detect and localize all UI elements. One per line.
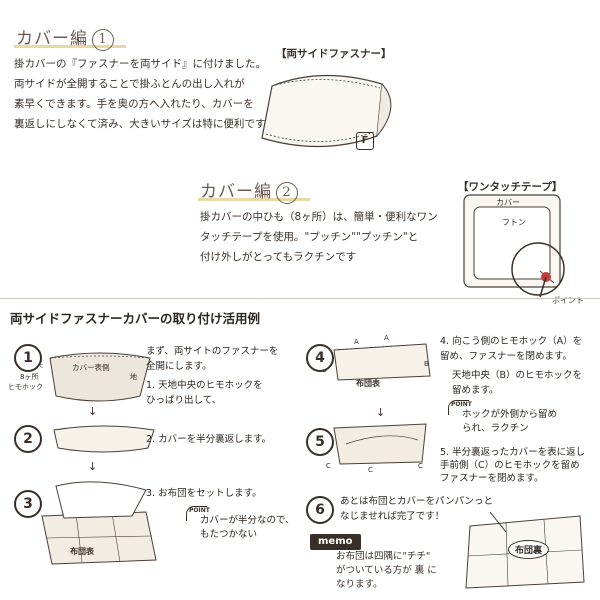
text-line: 天地中央（B）のヒモホックを (452, 368, 582, 383)
text-line: あとは布団とカバーをパンパンっと (340, 494, 493, 509)
text-line: もたつかない (200, 528, 295, 542)
label-cover-front: カバー表側 (72, 362, 110, 373)
text-line: 留め、ファスナーを閉めます。 (440, 349, 582, 364)
step1-illustration (40, 348, 160, 408)
text-line: がついている方が 裏 に (336, 564, 437, 578)
down-arrow-icon: ↓ (88, 405, 97, 418)
point-tag: POINT (189, 507, 210, 514)
step1b-text: 1. 天地中央のヒモホックを ひっぱり出して、 (146, 378, 263, 408)
section1-title-text: カバー編 (16, 29, 88, 49)
point-tag: POINT (451, 401, 472, 408)
step5-illustration (326, 420, 436, 468)
label-chi: 地 (130, 372, 137, 382)
section2-title-text: カバー編 (200, 182, 272, 202)
point2-text: ホックが外側から留め られ、ラクチン (462, 408, 557, 436)
memo-tag: memo (310, 534, 361, 550)
label-futon: フトン (502, 217, 526, 228)
down-arrow-icon: ↓ (88, 460, 97, 473)
section1-number: 1 (92, 29, 114, 51)
step3-text: 3. お布団をセットします。 (146, 486, 262, 501)
text-line: られ、ラクチン (462, 422, 557, 436)
section2-number: 2 (276, 182, 298, 204)
label-himohook: ヒモホック (8, 382, 43, 392)
text-line: 留めます。 (452, 383, 582, 398)
text-line: 5. 半分裏返ったカバーを表に返し (440, 446, 585, 459)
text-line: 裏返しにしなくて済み、大きいサイズは特に便利です (14, 114, 284, 134)
figure2-title: 【ワンタッチテープ】 (458, 179, 562, 194)
text-line: お布団は四隅に"チチ" (336, 550, 437, 564)
label-futon-back: 布団裏 (508, 540, 549, 559)
memo-text: お布団は四隅に"チチ" がついている方が 裏 に なります。 (336, 550, 437, 592)
text-line: ひっぱり出して、 (146, 393, 263, 408)
text-line: カバーが半分なので、 (200, 514, 295, 528)
point1-text: カバーが半分なので、 もたつかない (200, 514, 295, 542)
text-line: なります。 (336, 578, 437, 592)
figure1-badge: F (356, 132, 374, 150)
label-point: ポイント (552, 295, 584, 306)
step-6-badge: 6 (306, 496, 334, 524)
label-eight: 8ヶ所 (20, 372, 38, 382)
section2-body: 掛カバーの中ひも（8ヶ所）は、簡単・便利なワン タッチテープを使用。"プッチン"… (200, 207, 440, 267)
text-line: 2. カバーを半分裏返します。 (146, 432, 271, 447)
step4-illustration (326, 340, 436, 388)
memo-box: memo (310, 534, 361, 550)
step-1-badge: 1 (14, 344, 42, 372)
label-cover: カバー (496, 197, 520, 208)
text-line: 1. 天地中央のヒモホックを (146, 378, 263, 393)
label-a: A (354, 338, 359, 346)
text-line: 掛カバーの中ひも（8ヶ所）は、簡単・便利なワン (200, 207, 440, 227)
text-line: 手前側（C）のヒモホックを留め (440, 459, 585, 472)
label-c: C (418, 462, 423, 470)
text-line: ホックが外側から留め (462, 408, 557, 422)
text-line: 全開にします。 (146, 359, 278, 374)
step1-text: まず、両サイトのファスナーを 全開にします。 (146, 344, 278, 374)
step5-text: 5. 半分裏返ったカバーを表に返し 手前側（C）のヒモホックを留め ファスナーを… (440, 446, 585, 485)
text-line: 掛カバーの『ファスナーを両サイド』に付けました。 (14, 54, 284, 74)
text-line: 素早くできます。手を奥の方へ入れたり、カバーを (14, 94, 284, 114)
one-touch-tape-illustration (462, 193, 572, 303)
text-line: 付け外しがとってもラクチンです (200, 247, 440, 267)
howto-title: 両サイドファスナーカバーの取り付け活用例 (10, 308, 260, 327)
label-c: C (368, 466, 373, 474)
label-futon-front: 布団表 (356, 378, 380, 389)
text-line: ファスナーを閉めます。 (440, 472, 585, 485)
step-4-badge: 4 (306, 344, 334, 372)
text-line: タッチテープを使用。"プッチン""プッチン"と (200, 227, 440, 247)
down-arrow-icon: ↓ (376, 406, 385, 419)
step4-text: 4. 向こう側のヒモホック（A）を 留め、ファスナーを閉めます。 (440, 334, 582, 364)
text-line: まず、両サイトのファスナーを (146, 344, 278, 359)
figure1-title: 【両サイドファスナー】 (276, 46, 392, 61)
label-a: A (384, 334, 389, 342)
text-line: 3. お布団をセットします。 (146, 486, 262, 501)
step2-text: 2. カバーを半分裏返します。 (146, 432, 271, 447)
section1-body: 掛カバーの『ファスナーを両サイド』に付けました。 両サイドが全開することで掛ふと… (14, 54, 284, 134)
step-2-badge: 2 (14, 425, 42, 453)
step-3-badge: 3 (14, 490, 42, 518)
label-c: C (326, 462, 331, 470)
label-futon-front: 布団表 (70, 546, 94, 557)
section-divider (0, 298, 600, 299)
text-line: 4. 向こう側のヒモホック（A）を (440, 334, 582, 349)
text-line: 両サイドが全開することで掛ふとんの出し入れが (14, 74, 284, 94)
zipper-cover-illustration (252, 66, 402, 156)
step4b-text: 天地中央（B）のヒモホックを 留めます。 (452, 368, 582, 398)
label-b: B (424, 360, 429, 368)
step-5-badge: 5 (306, 428, 334, 456)
